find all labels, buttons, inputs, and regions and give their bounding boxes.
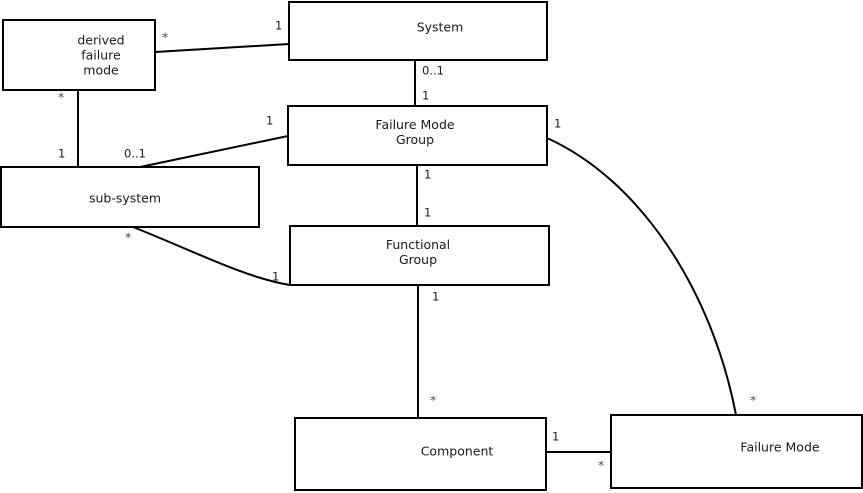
multiplicity-label: 1 xyxy=(554,117,561,131)
class-name-label: Component xyxy=(421,444,494,459)
multiplicity-label: 0..1 xyxy=(124,147,146,161)
association-line[interactable] xyxy=(154,43,290,53)
class-box-frame[interactable] xyxy=(288,1,548,61)
multiplicity-label: 0..1 xyxy=(422,64,444,78)
multiplicity-label: 1 xyxy=(266,114,273,128)
association-line[interactable] xyxy=(132,226,291,286)
multiplicity-label: 1 xyxy=(422,89,429,103)
class-box-frame[interactable] xyxy=(287,105,548,166)
class-name-label: sub-system xyxy=(89,191,161,206)
class-name-label: Functional xyxy=(386,237,450,252)
class-name-label: Group xyxy=(399,252,437,267)
class-name-label: System xyxy=(417,20,464,35)
class-box-system[interactable]: System xyxy=(288,1,548,61)
class-box-frame[interactable] xyxy=(2,19,156,91)
class-box-failure-mode[interactable]: Failure Mode xyxy=(610,414,863,489)
class-box-frame[interactable] xyxy=(289,225,550,286)
association-line[interactable] xyxy=(139,135,289,168)
class-box-frame[interactable] xyxy=(294,417,547,491)
class-name-label: derived xyxy=(77,33,124,48)
class-box-component[interactable]: Component xyxy=(294,417,547,491)
multiplicity-label: 1 xyxy=(424,168,431,182)
association-line[interactable] xyxy=(546,137,737,416)
multiplicity-label: 1 xyxy=(58,147,65,161)
association-layer xyxy=(77,43,737,453)
class-name-label: failure xyxy=(81,48,121,63)
multiplicity-label: 1 xyxy=(272,270,279,284)
multiplicity-label: 1 xyxy=(275,19,282,33)
multiplicity-label: * xyxy=(598,458,604,473)
multiplicity-label: 1 xyxy=(552,430,559,444)
class-name-label: mode xyxy=(83,63,119,78)
class-name-label: Failure Mode xyxy=(740,440,819,455)
class-name-label: Group xyxy=(396,132,434,147)
class-box-frame[interactable] xyxy=(610,414,863,489)
class-box-sub-system[interactable]: sub-system xyxy=(0,166,260,228)
class-name-label: Failure Mode xyxy=(375,117,454,132)
multiplicity-label: 1 xyxy=(424,206,431,220)
class-box-frame[interactable] xyxy=(0,166,260,228)
multiplicity-layer: * 1 0..1 1 * 1 0..1 1 1 1 1 * 1 1 * * 1 * xyxy=(58,19,756,473)
multiplicity-label: * xyxy=(430,393,436,408)
multiplicity-label: * xyxy=(162,30,168,45)
multiplicity-label: * xyxy=(58,90,64,105)
multiplicity-label: 1 xyxy=(432,290,439,304)
multiplicity-label: * xyxy=(750,393,756,408)
multiplicity-label: * xyxy=(125,230,131,245)
